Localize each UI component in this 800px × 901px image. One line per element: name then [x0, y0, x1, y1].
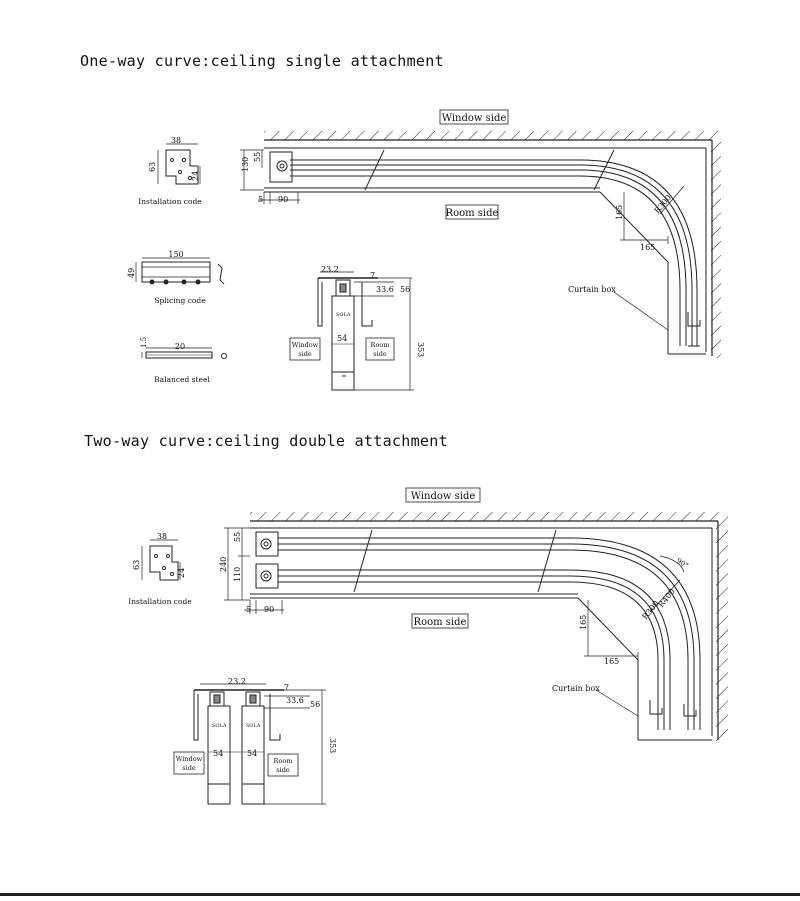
dim-90: 90	[278, 195, 288, 204]
dim-165-horizontal-2: 165	[604, 657, 619, 666]
dim-7-2: 7	[284, 683, 289, 692]
dim-54-right: 54	[247, 749, 257, 758]
dim-24: 24	[191, 171, 200, 181]
dim-150: 150	[168, 250, 183, 259]
dim-1-5: 1.5	[140, 337, 148, 348]
dim-49: 49	[127, 268, 136, 278]
dim-110: 110	[233, 567, 242, 582]
splicing-code-drawing	[135, 257, 225, 285]
installation-code-labels-1: 38 63 24 Installation code	[138, 136, 202, 206]
dim-r400: R400	[656, 587, 676, 609]
cross-section-drawing-2	[173, 683, 326, 805]
window-side-label: Window side	[442, 113, 507, 124]
window-side-section-label-2: Window	[176, 755, 203, 763]
dim-130: 130	[241, 157, 250, 172]
dim-165-vertical: 165	[615, 205, 624, 220]
motor-label-left: SOLA	[212, 723, 227, 729]
cross-section-labels-2: 23.2 7 33.6 56 54 54 353 SOLA SOLA Windo…	[176, 677, 337, 774]
installation-code-label: Installation code	[138, 197, 202, 206]
motor-label-right: SOLA	[246, 723, 261, 729]
dim-38: 38	[171, 136, 181, 145]
dim-54: 54	[337, 334, 347, 343]
dim-54-left: 54	[213, 749, 223, 758]
bottom-rule	[0, 893, 800, 896]
dim-90-2: 90	[264, 605, 274, 614]
room-side-section-label: Room	[371, 341, 390, 349]
dim-56: 56	[400, 285, 410, 294]
dim-353: 353	[416, 342, 425, 357]
window-side-section-label-line2: side	[298, 350, 312, 358]
installation-code-labels-2: 38 63 24 Installation code	[128, 532, 192, 606]
room-side-section-label-line2: side	[373, 350, 387, 358]
room-side-section-label-2: Room	[274, 757, 293, 765]
one-way-plan-drawing	[240, 131, 721, 358]
balanced-steel-label: Balanced steel	[154, 375, 210, 384]
section-title-two-way: Two-way curve:ceiling double attachment	[84, 432, 448, 450]
balanced-steel-labels: 20 1.5 Balanced steel	[140, 337, 210, 384]
motor-label: SOLA	[336, 312, 351, 318]
dim-angle: 90°	[675, 557, 690, 570]
two-way-plan-drawing	[224, 512, 728, 741]
installation-code-drawing-1	[157, 143, 201, 185]
dim-55: 55	[253, 152, 262, 162]
installation-code-label-2: Installation code	[128, 597, 192, 606]
room-side-section-label-2-line2: side	[276, 766, 290, 774]
dim-353-2: 353	[328, 738, 337, 753]
dim-56-2: 56	[310, 700, 320, 709]
dim-20: 20	[175, 342, 185, 351]
dim-5: 5	[258, 195, 263, 204]
room-side-label-2: Room side	[414, 617, 467, 628]
dim-24-2: 24	[177, 568, 186, 578]
dim-55-2: 55	[233, 532, 242, 542]
dim-165-horizontal: 165	[640, 243, 655, 252]
window-side-section-label: Window	[292, 341, 319, 349]
dim-63-2: 63	[132, 560, 141, 570]
cross-section-drawing-1	[289, 271, 414, 391]
dim-7: 7	[370, 271, 375, 280]
window-side-section-label-2-line2: side	[182, 764, 196, 772]
splicing-code-labels: 150 49 Splicing code	[127, 250, 206, 305]
installation-code-drawing-2	[141, 539, 181, 581]
balanced-steel-drawing	[141, 347, 227, 359]
section-title-one-way: One-way curve:ceiling single attachment	[80, 52, 444, 70]
dim-240: 240	[219, 557, 228, 572]
dim-165-vertical-2: 165	[579, 615, 588, 630]
dim-5-2: 5	[246, 605, 251, 614]
dim-23-2-2: 23.2	[228, 677, 246, 686]
dim-23-2: 23.2	[321, 265, 339, 274]
curtain-box-label-2: Curtain box	[552, 684, 600, 693]
dim-33-6: 33.6	[376, 285, 394, 294]
splicing-code-label: Splicing code	[154, 296, 206, 305]
dim-33-6-2: 33.6	[286, 696, 304, 705]
cross-section-labels-1: 23.2 7 33.6 56 54 353 SOLA Window side R…	[292, 265, 425, 358]
dim-63: 63	[148, 162, 157, 172]
dim-38-2: 38	[157, 532, 167, 541]
window-side-label-2: Window side	[411, 491, 476, 502]
curtain-box-label: Curtain box	[568, 285, 616, 294]
room-side-label: Room side	[446, 208, 499, 219]
